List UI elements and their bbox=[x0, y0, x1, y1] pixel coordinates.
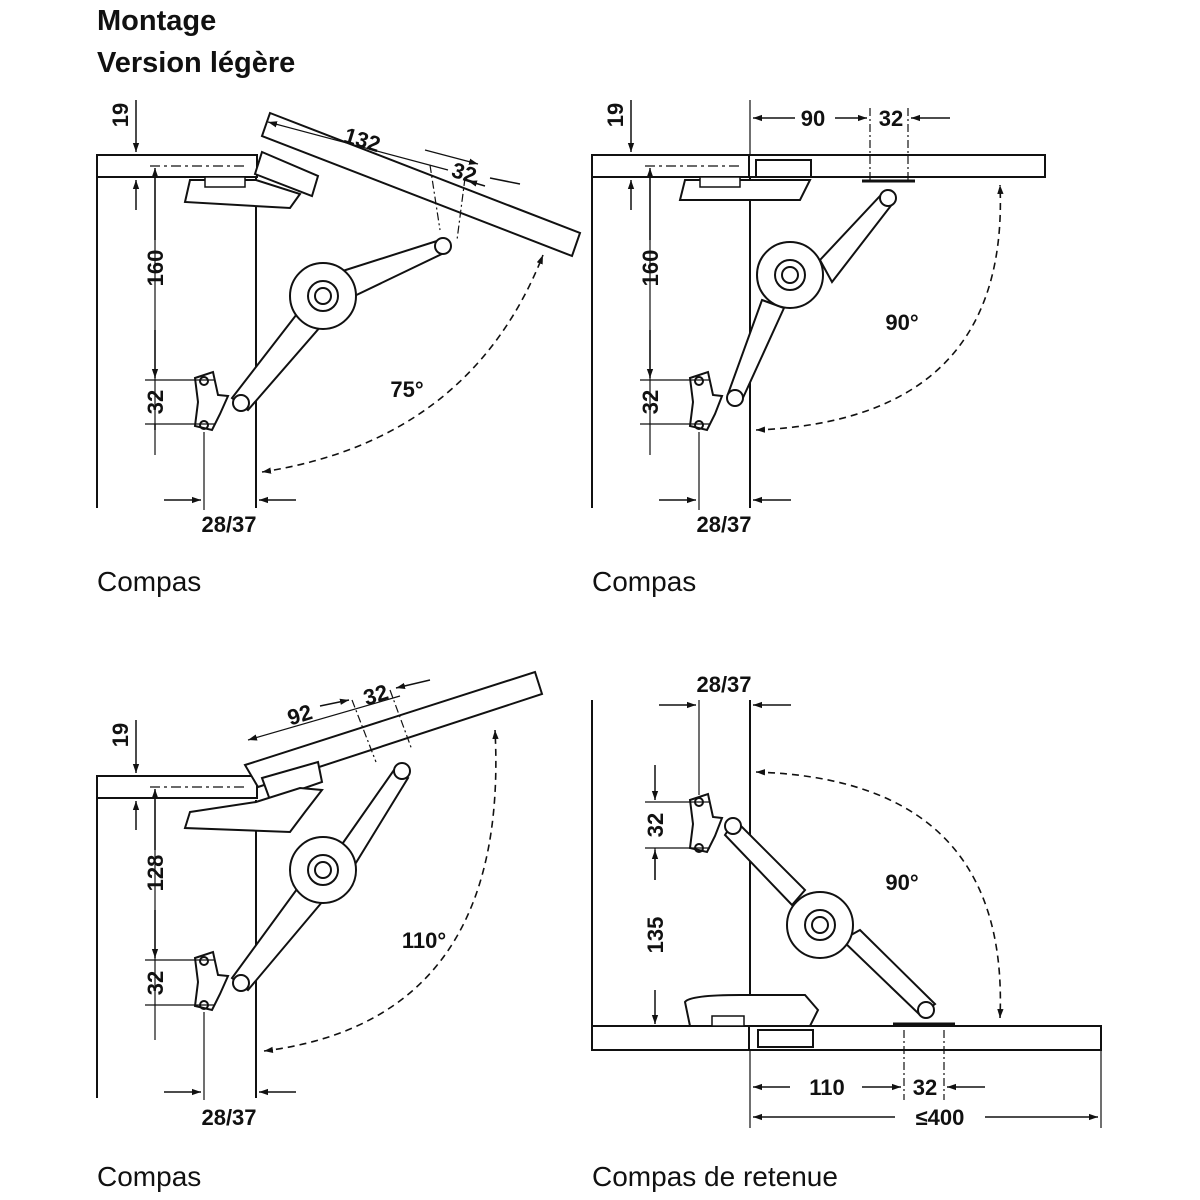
title-line-1: Montage bbox=[97, 5, 217, 37]
dim-28-37: 28/37 bbox=[696, 672, 751, 697]
flap bbox=[748, 1025, 1102, 1051]
hinge-block bbox=[253, 150, 320, 198]
dim-32-side: 32 bbox=[643, 813, 668, 837]
angle-90: 90° bbox=[885, 310, 918, 335]
dim-32-top: 32 bbox=[879, 106, 903, 131]
caption-panel-4: Compas de retenue bbox=[592, 1161, 838, 1192]
opening-arc bbox=[263, 729, 499, 1053]
dim-32-side: 32 bbox=[638, 390, 663, 414]
top-mount bbox=[183, 786, 324, 834]
cabinet-bottom bbox=[591, 1025, 750, 1051]
lid bbox=[748, 154, 1046, 178]
dim-28-37: 28/37 bbox=[201, 1105, 256, 1130]
panel-2 bbox=[591, 100, 1046, 510]
dim-128: 128 bbox=[143, 855, 168, 892]
hinge-block bbox=[757, 1029, 814, 1048]
panel-4 bbox=[591, 700, 1102, 1128]
dim-160: 160 bbox=[143, 250, 168, 287]
upper-arm bbox=[818, 194, 895, 284]
angle-75: 75° bbox=[390, 377, 423, 402]
lower-arm bbox=[726, 298, 786, 402]
opening-arc bbox=[261, 254, 544, 474]
hinge-block bbox=[755, 159, 812, 178]
dim-160: 160 bbox=[638, 250, 663, 287]
dim-28-37: 28/37 bbox=[201, 512, 256, 537]
dim-32-side: 32 bbox=[143, 390, 168, 414]
angle-110: 110° bbox=[402, 928, 446, 953]
opening-arc bbox=[755, 184, 1004, 433]
dim-135: 135 bbox=[643, 917, 668, 954]
dim-92: 92 bbox=[284, 699, 315, 730]
title-line-2: Version légère bbox=[97, 47, 296, 79]
dim-32-bottom: 32 bbox=[913, 1075, 937, 1100]
lower-arm bbox=[840, 928, 937, 1017]
dim-28-37: 28/37 bbox=[696, 512, 751, 537]
dim-19: 19 bbox=[603, 103, 628, 127]
dim-32-side: 32 bbox=[143, 971, 168, 995]
caption-panel-1: Compas bbox=[97, 566, 201, 597]
lid bbox=[260, 111, 582, 258]
panel-3 bbox=[96, 670, 544, 1100]
dim-90: 90 bbox=[801, 106, 825, 131]
bottom-mount bbox=[683, 994, 820, 1027]
dim-19: 19 bbox=[108, 103, 133, 127]
caption-panel-2: Compas bbox=[592, 566, 696, 597]
angle-90: 90° bbox=[885, 870, 918, 895]
dim-19: 19 bbox=[108, 723, 133, 747]
opening-arc bbox=[755, 769, 1004, 1019]
dim-110: 110 bbox=[809, 1075, 845, 1100]
dim-max-400: ≤400 bbox=[916, 1105, 965, 1130]
caption-panel-3: Compas bbox=[97, 1161, 201, 1192]
panel-1 bbox=[96, 100, 582, 510]
